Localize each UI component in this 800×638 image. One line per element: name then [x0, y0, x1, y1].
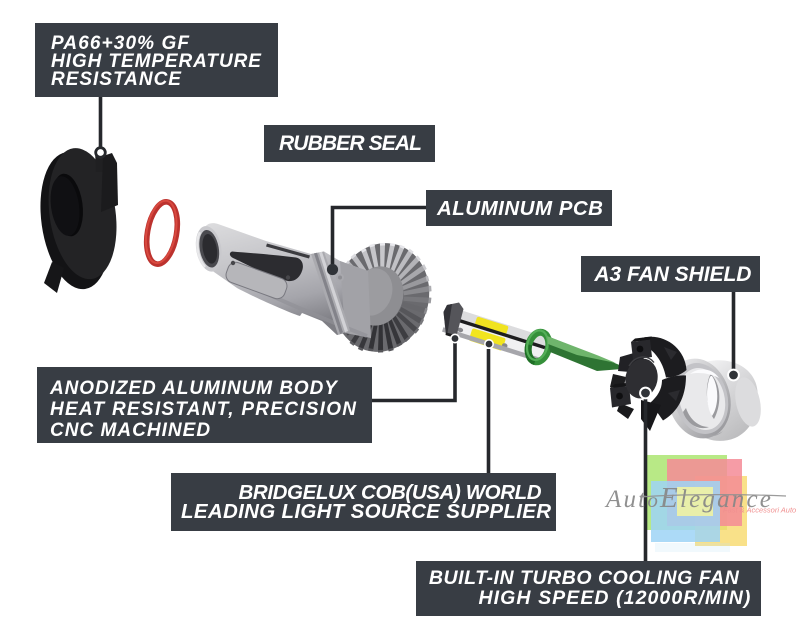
svg-text:Fast & Accessori Auto: Fast & Accessori Auto	[723, 506, 796, 515]
svg-text:AutoElegance: AutoElegance	[604, 482, 773, 514]
